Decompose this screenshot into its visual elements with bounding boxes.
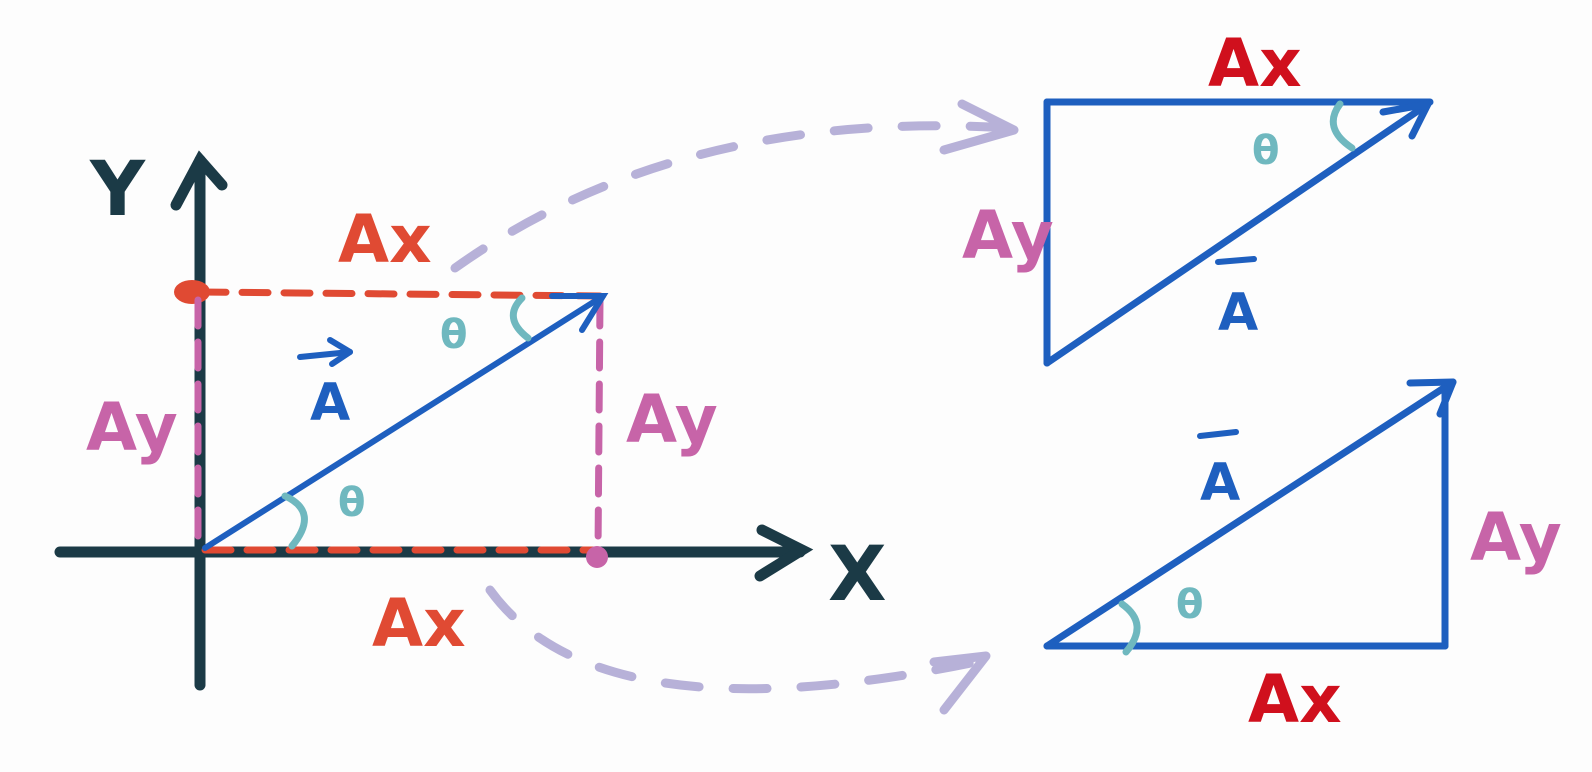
transition-arrows xyxy=(450,121,1015,694)
triangle-top-vector-arrowhead xyxy=(1379,100,1432,140)
ax-label-bottom: Ax xyxy=(372,585,466,662)
theta-arc-top xyxy=(509,294,532,342)
triangle-top-ax-label: Ax xyxy=(1208,25,1302,102)
ax-dashed-top xyxy=(196,288,604,300)
ax-dashed-projections xyxy=(196,288,604,554)
main-vector-line xyxy=(202,293,606,551)
triangle-bottom-vector-label: A xyxy=(1200,453,1240,513)
y-axis-arrowhead xyxy=(170,150,228,211)
theta-arcs xyxy=(281,294,532,550)
triangle-bottom-theta-arc xyxy=(1118,600,1141,656)
y-axis-label: Y xyxy=(89,144,146,233)
ay-label-right: Ay xyxy=(626,381,718,458)
transition-arrowheads xyxy=(929,99,1019,715)
theta-label-bottom: θ xyxy=(338,480,365,526)
ax-endpoint-dot xyxy=(174,280,210,304)
triangle-top xyxy=(1043,98,1434,367)
vector-label: A xyxy=(310,373,350,433)
ay-label-left: Ay xyxy=(86,389,178,466)
transition-arrowhead-bottom xyxy=(929,651,991,715)
triangle-top-vector-mark xyxy=(1215,256,1257,265)
transition-arrow-bottom-curve xyxy=(485,585,990,694)
triangle-bottom-ax-label: Ax xyxy=(1248,661,1342,738)
ax-label-top: Ax xyxy=(338,201,432,278)
triangle-bottom-ay-label: Ay xyxy=(1470,499,1562,576)
triangle-bottom-theta-label: θ xyxy=(1176,582,1203,628)
triangle-top-theta-arc xyxy=(1329,100,1356,152)
x-axis-label: X xyxy=(828,529,887,618)
triangle-top-theta-label: θ xyxy=(1252,128,1279,174)
triangle-bottom-vector-arrowhead xyxy=(1406,378,1457,418)
triangle-top-vector-label: A xyxy=(1218,283,1258,343)
vector-arrow-mark-head xyxy=(327,337,353,367)
theta-label-top: θ xyxy=(440,312,467,358)
triangle-top-ay-label: Ay xyxy=(962,197,1054,274)
main-vector-arrowhead xyxy=(549,293,609,333)
ay-endpoint-dot xyxy=(586,546,608,568)
theta-arc-bottom xyxy=(281,492,308,550)
triangle-bottom-vector-mark xyxy=(1197,429,1239,439)
x-axis-arrowhead xyxy=(754,524,814,582)
ay-dashed-right xyxy=(594,296,604,556)
transition-arrow-top-curve xyxy=(450,121,1015,273)
vector-arrow-mark xyxy=(297,349,353,360)
triangle-bottom-vector xyxy=(1043,378,1457,650)
triangle-bottom xyxy=(1043,378,1457,650)
ay-dashed-projections xyxy=(194,296,604,556)
transition-arrowhead-top xyxy=(939,99,1019,155)
main-vector xyxy=(202,293,609,551)
triangle-top-vector xyxy=(1043,100,1432,367)
